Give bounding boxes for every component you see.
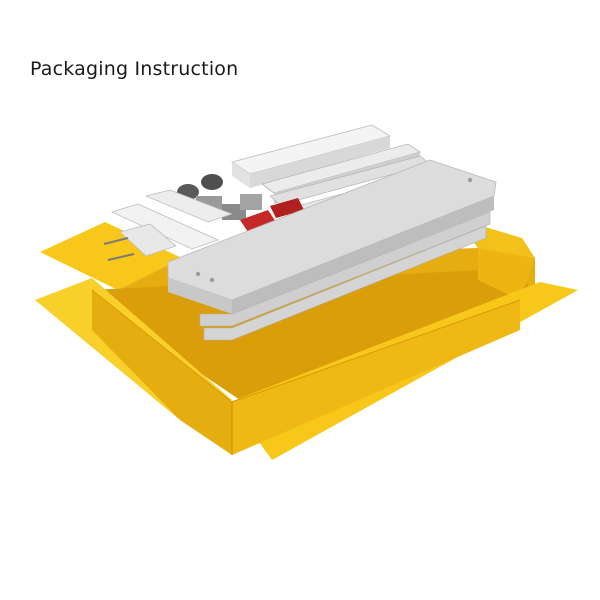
drawer-panel-layer-2 (203, 225, 487, 341)
box-crease-3 (91, 289, 233, 403)
drawer-panel-front (168, 278, 232, 314)
white-bracket-left-3 (119, 223, 177, 257)
drawer-panel-side (232, 196, 494, 314)
box-front-wall-right (232, 300, 520, 455)
rail-top-side (250, 136, 390, 188)
drawer-panel-layer-1 (199, 211, 491, 327)
red-clip-2 (270, 198, 304, 218)
box-front-wall-left (92, 290, 232, 455)
box-inner-right-wall (478, 248, 535, 300)
open-box-icon (35, 218, 578, 460)
bracket-part-3 (240, 194, 262, 210)
panel-hole-1 (195, 271, 201, 277)
rail-top-end (232, 162, 250, 188)
screw-2 (107, 253, 135, 261)
box-crease-2 (231, 299, 521, 403)
page-title: Packaging Instruction (30, 58, 239, 80)
white-bracket-left-2 (144, 189, 234, 223)
damper-part-2 (201, 174, 223, 190)
red-clip-1 (240, 210, 276, 232)
box-flap-back-left (40, 222, 182, 290)
screw-1 (103, 237, 129, 245)
drawer-slide-kit (103, 124, 497, 341)
panel-hole-2 (209, 277, 215, 283)
panel-hole-3 (467, 177, 473, 183)
